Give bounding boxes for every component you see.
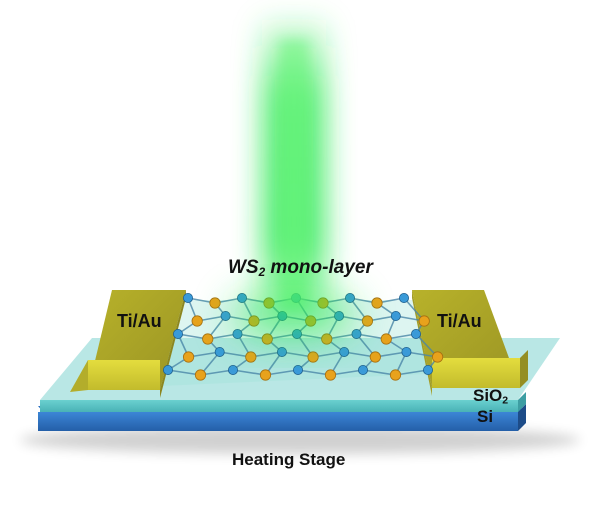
- laser-spot: [230, 290, 358, 342]
- tungsten-atom: [390, 310, 401, 321]
- electrode-left: [70, 290, 186, 398]
- monolayer-label: WS2 mono-layer: [228, 258, 373, 279]
- sulfur-atom: [371, 297, 383, 309]
- tungsten-atom: [357, 364, 368, 375]
- sulfur-atom: [245, 351, 257, 363]
- electrode-left-label: Ti/Au: [117, 311, 162, 331]
- tungsten-atom: [401, 346, 412, 357]
- tungsten-atom: [227, 364, 238, 375]
- tungsten-atom: [292, 364, 303, 375]
- sulfur-atom: [418, 315, 430, 327]
- tungsten-atom: [162, 364, 173, 375]
- tungsten-atom: [398, 292, 409, 303]
- electrode-right-label: Ti/Au: [437, 311, 482, 331]
- tungsten-atom: [344, 292, 355, 303]
- tungsten-atom: [410, 328, 421, 339]
- tungsten-atom: [172, 328, 183, 339]
- sio2-label-main: SiO: [473, 386, 503, 405]
- sulfur-atom: [369, 351, 381, 363]
- tungsten-atom: [214, 346, 225, 357]
- sulfur-atom: [259, 369, 272, 381]
- monolayer-label-subscript: 2: [258, 265, 266, 279]
- tungsten-atom: [422, 364, 433, 375]
- si-label: Si: [477, 407, 494, 426]
- heating-stage-label: Heating Stage: [232, 450, 346, 469]
- sulfur-atom: [191, 315, 203, 327]
- tungsten-atom: [232, 328, 243, 339]
- sulfur-atom: [324, 369, 337, 381]
- sio2-label: SiO2: [473, 387, 508, 406]
- sio2-label-subscript: 2: [502, 394, 509, 407]
- sulfur-atom: [380, 333, 392, 345]
- tungsten-atom: [351, 328, 362, 339]
- sulfur-atom: [209, 297, 221, 309]
- ground-shadow: [20, 426, 580, 454]
- monolayer-label-tail: mono-layer: [265, 257, 373, 278]
- sulfur-atom: [389, 369, 402, 381]
- sulfur-atom: [431, 351, 444, 363]
- sulfur-atom: [361, 315, 374, 327]
- electrode-right: [412, 290, 528, 396]
- sulfur-atom: [182, 351, 195, 363]
- channel-film: [150, 300, 470, 386]
- tungsten-atom: [339, 346, 350, 357]
- monolayer-label-main: WS: [228, 257, 259, 278]
- tungsten-atom: [276, 346, 287, 357]
- sulfur-atom: [307, 351, 319, 363]
- laser-beam: [230, 20, 358, 342]
- sulfur-atom: [202, 333, 214, 345]
- tungsten-atom: [220, 310, 231, 321]
- sulfur-atom: [194, 369, 207, 381]
- tungsten-atom: [182, 292, 193, 303]
